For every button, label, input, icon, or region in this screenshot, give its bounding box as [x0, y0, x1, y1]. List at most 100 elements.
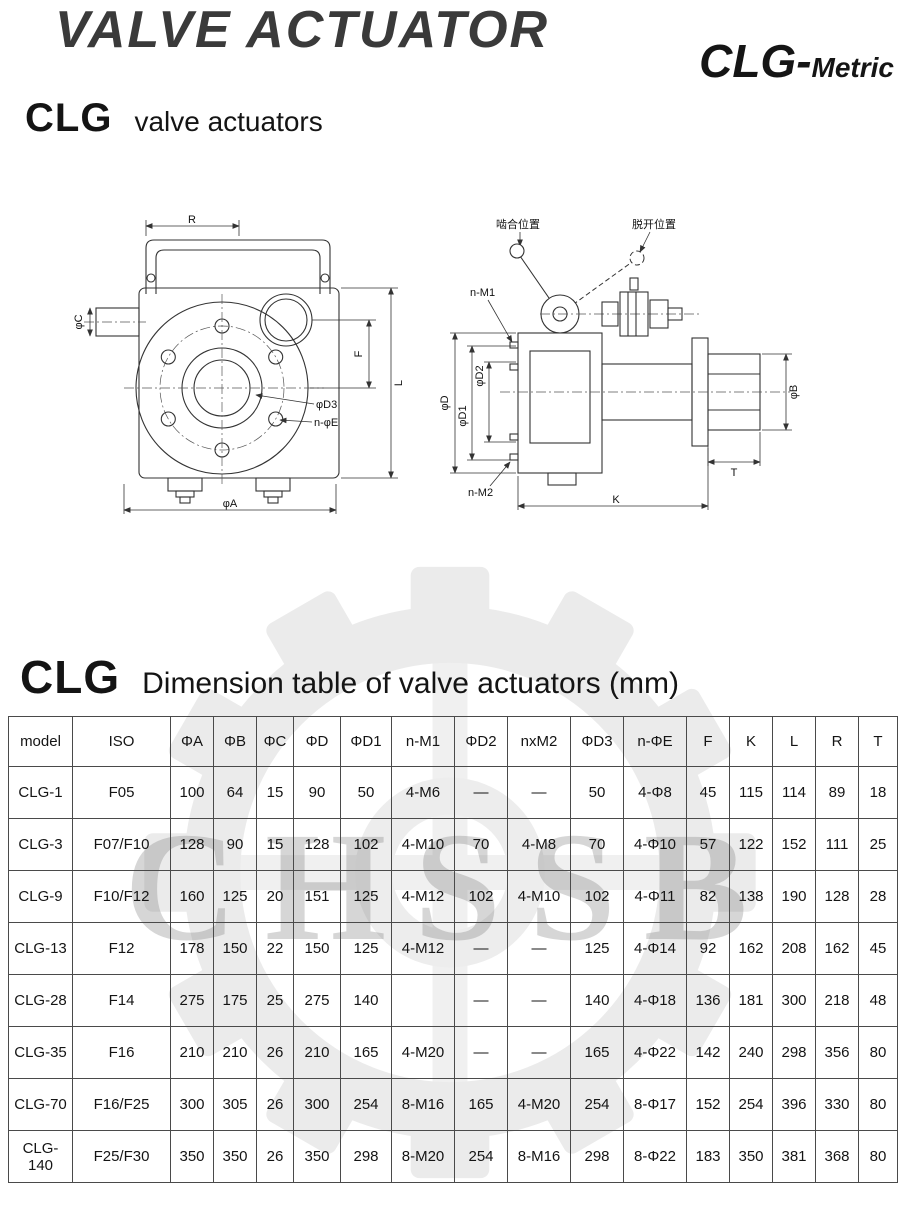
table-cell: 128	[293, 818, 341, 871]
dim-label-T: T	[731, 467, 738, 479]
dim-label-phiC: φC	[73, 314, 85, 329]
dim-label-R: R	[188, 214, 196, 226]
table-cell: 57	[686, 818, 730, 871]
table-cell: 4-Φ22	[623, 1026, 687, 1079]
table-cell: 70	[454, 818, 508, 871]
table-cell: —	[507, 1026, 571, 1079]
dim-label-phiD2: φD2	[474, 365, 486, 386]
table-cell: 254	[729, 1078, 773, 1131]
table-cell: 100	[170, 766, 214, 819]
table-cell: 115	[729, 766, 773, 819]
table-cell: 125	[213, 870, 257, 923]
table-cell: 350	[170, 1130, 214, 1183]
table-cell: 240	[729, 1026, 773, 1079]
table-cell: 90	[213, 818, 257, 871]
table-cell: 150	[293, 922, 341, 975]
section1-model: CLG	[25, 96, 113, 140]
section-heading-actuators: CLG valve actuators	[25, 96, 323, 141]
table-cell: 4-M10	[391, 818, 455, 871]
table-cell: 381	[772, 1130, 816, 1183]
table-cell: —	[507, 974, 571, 1027]
table-cell: 4-Φ10	[623, 818, 687, 871]
table-cell: 125	[570, 922, 624, 975]
brand-main: CLG-	[699, 35, 812, 87]
column-header: ΦD3	[570, 716, 624, 767]
table-cell: F25/F30	[72, 1130, 171, 1183]
table-cell: 15	[256, 766, 294, 819]
table-cell: 4-M6	[391, 766, 455, 819]
table-cell: 22	[256, 922, 294, 975]
table-cell: F10/F12	[72, 870, 171, 923]
table-cell: 152	[772, 818, 816, 871]
table-cell: 25	[858, 818, 898, 871]
dim-label-nM1: n-M1	[470, 287, 495, 299]
table-cell: F16	[72, 1026, 171, 1079]
dim-label-phiA: φA	[223, 498, 238, 510]
table-cell: 122	[729, 818, 773, 871]
table-cell: 8-Φ17	[623, 1078, 687, 1131]
table-cell: 102	[340, 818, 392, 871]
table-cell: CLG-70	[8, 1078, 73, 1131]
table-cell: 26	[256, 1130, 294, 1183]
column-header: model	[8, 716, 73, 767]
table-cell: 190	[772, 870, 816, 923]
table-cell: 396	[772, 1078, 816, 1131]
dim-label-nM2: n-M2	[468, 487, 493, 499]
table-cell: 80	[858, 1130, 898, 1183]
table-cell: 162	[729, 922, 773, 975]
column-header: n-M1	[391, 716, 455, 767]
table-cell: F16/F25	[72, 1078, 171, 1131]
table-cell: 254	[340, 1078, 392, 1131]
table-cell: 45	[686, 766, 730, 819]
table-cell: 4-Φ18	[623, 974, 687, 1027]
table-cell: 80	[858, 1026, 898, 1079]
table-cell: 254	[454, 1130, 508, 1183]
table-cell: CLG-28	[8, 974, 73, 1027]
section1-label: valve actuators	[134, 106, 323, 137]
table-cell: CLG-35	[8, 1026, 73, 1079]
dim-label-phiD3: φD3	[316, 399, 337, 411]
table-cell: 300	[293, 1078, 341, 1131]
table-cell: —	[454, 974, 508, 1027]
table-cell: 208	[772, 922, 816, 975]
table-cell: 102	[454, 870, 508, 923]
table-cell: 330	[815, 1078, 859, 1131]
table-cell: 298	[340, 1130, 392, 1183]
table-cell: 15	[256, 818, 294, 871]
table-cell: 162	[815, 922, 859, 975]
table-cell: 4-Φ8	[623, 766, 687, 819]
table-cell: CLG-140	[8, 1130, 73, 1183]
table-cell: 80	[858, 1078, 898, 1131]
table-cell: 218	[815, 974, 859, 1027]
table-cell: 125	[340, 922, 392, 975]
table-cell: 45	[858, 922, 898, 975]
table-cell: 4-M20	[391, 1026, 455, 1079]
label-engaged-position: 啮合位置	[496, 217, 540, 231]
table-cell: —	[507, 766, 571, 819]
table-cell: 160	[170, 870, 214, 923]
dim-label-phiD1: φD1	[457, 405, 469, 426]
table-cell: —	[454, 766, 508, 819]
table-cell: 111	[815, 818, 859, 871]
technical-drawings: R φC	[70, 214, 850, 521]
column-header: ΦD	[293, 716, 341, 767]
table-cell: 300	[170, 1078, 214, 1131]
column-header: F	[686, 716, 730, 767]
table-cell: 140	[570, 974, 624, 1027]
table-cell: 90	[293, 766, 341, 819]
column-header: ISO	[72, 716, 171, 767]
table-cell: 150	[213, 922, 257, 975]
table-cell: 136	[686, 974, 730, 1027]
table-cell: 4-M20	[507, 1078, 571, 1131]
table-cell: 70	[570, 818, 624, 871]
table-cell: 151	[293, 870, 341, 923]
